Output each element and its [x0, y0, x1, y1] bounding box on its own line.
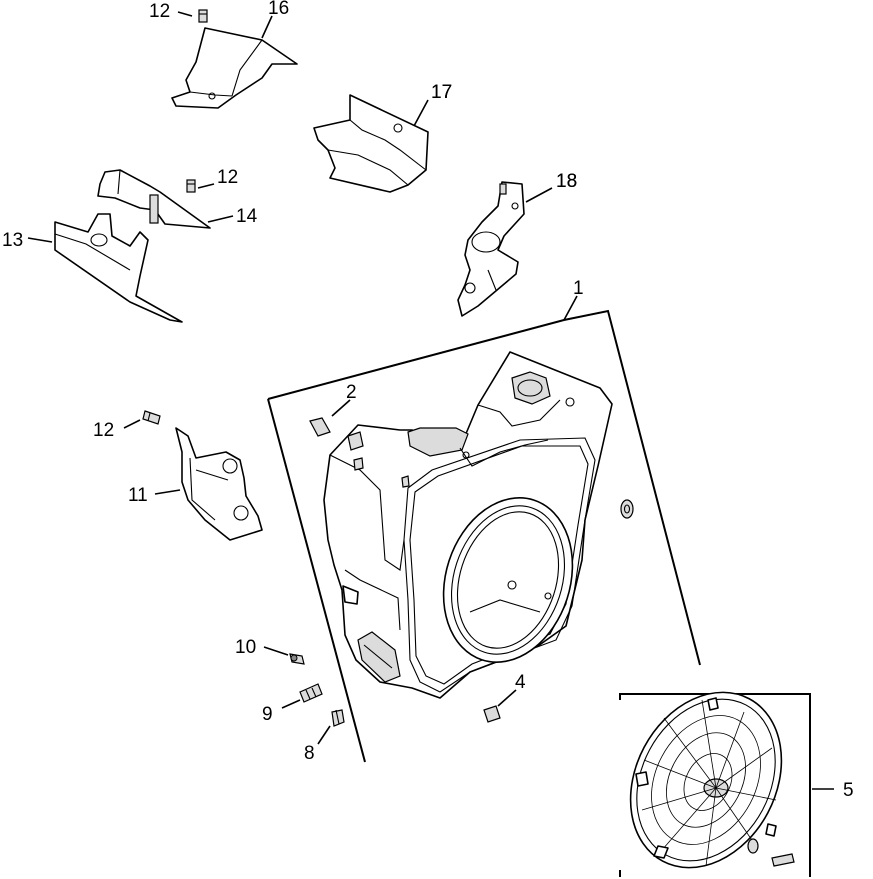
- part-12-screw-mid: [186, 179, 196, 193]
- part-1-frame-left-edge: [267, 398, 366, 763]
- part-1-frame: [267, 309, 701, 666]
- callout-17-label: 17: [431, 82, 452, 103]
- part-9-screw: [299, 683, 323, 703]
- part-14-baffle: [97, 169, 211, 229]
- part-2-clip: [309, 417, 331, 437]
- callout-17: 17: [431, 82, 452, 103]
- callout-11: 11: [128, 485, 148, 506]
- callout-14: 14: [236, 206, 258, 227]
- callout-12-mid: 12: [217, 167, 238, 188]
- callout-18-label: 18: [556, 171, 577, 192]
- part-18-bracket: [457, 181, 525, 317]
- part-13-shroud: [54, 213, 183, 323]
- part-4-clip: [483, 705, 501, 723]
- leader-lines: [27, 11, 834, 790]
- part-12-screw-top: [198, 9, 208, 23]
- part-10-stud: [289, 653, 305, 665]
- part-12-screw-left: [142, 410, 161, 425]
- part-11-bracket: [175, 427, 263, 541]
- callout-1: 1: [573, 278, 584, 299]
- callout-9: 9: [262, 704, 273, 725]
- part-1-blower-housing: [323, 351, 634, 699]
- part-16-shroud: [171, 27, 298, 109]
- callout-2: 2: [346, 382, 357, 403]
- part-5-fan-guard: [629, 691, 795, 869]
- callout-5: 5: [843, 780, 854, 801]
- callout-18: 18: [556, 171, 577, 192]
- part-17-baffle: [313, 94, 429, 193]
- callout-labels: 12 16 17 18 12 14 13 1 2 12 11 10 9 8 4 …: [2, 0, 854, 801]
- callout-12-top: 12: [149, 1, 170, 22]
- callout-10: 10: [235, 637, 256, 658]
- callout-13: 13: [2, 230, 23, 251]
- callout-8: 8: [304, 743, 315, 764]
- callout-16: 16: [268, 0, 289, 19]
- callout-4: 4: [515, 672, 526, 693]
- part-8-nut: [331, 709, 345, 727]
- callout-12-left: 12: [93, 420, 114, 441]
